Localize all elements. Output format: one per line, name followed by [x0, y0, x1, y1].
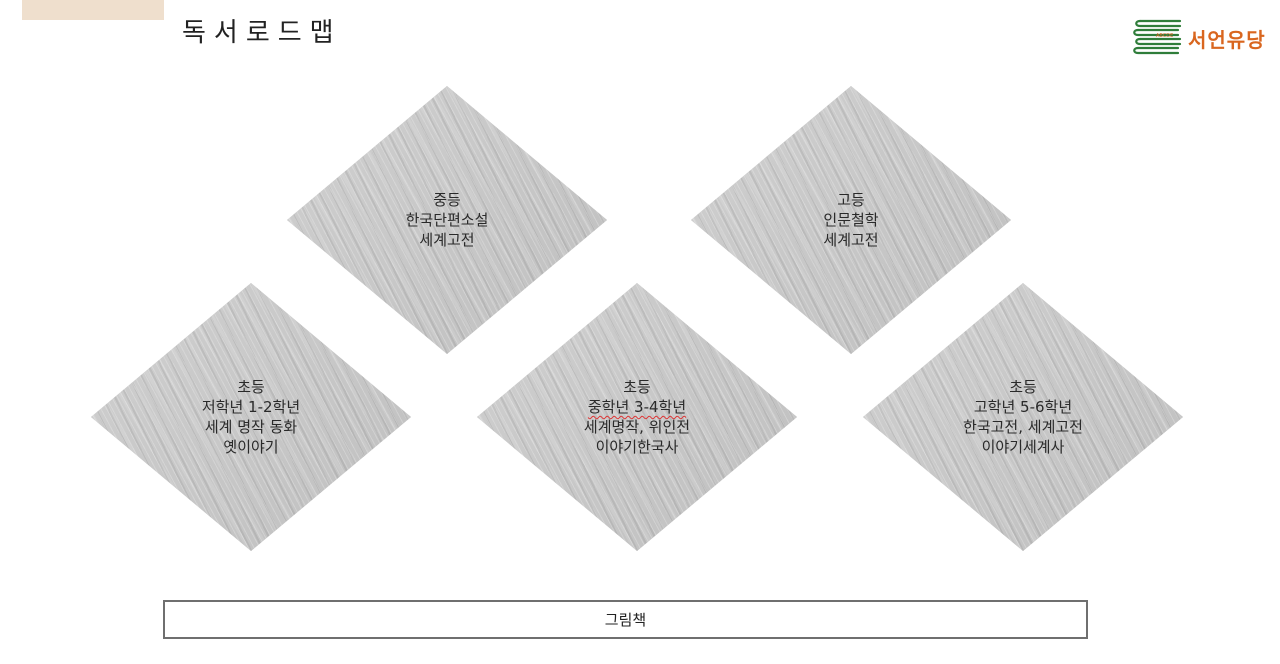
diamond-line: 이야기세계사: [981, 438, 1065, 456]
diamond-line: 초등: [623, 378, 651, 396]
diamond-line: 한국단편소설: [405, 211, 489, 229]
diamond-line: 중학년 3-4학년: [587, 398, 687, 416]
diamond-line: 고학년 5-6학년: [973, 398, 1073, 416]
diamond-line: 인문철학: [823, 211, 879, 229]
books-logo-icon: ABCDE: [1133, 19, 1182, 55]
diamond-line: 이야기한국사: [595, 438, 679, 456]
logo-tiny-text: ABCDE: [1156, 33, 1173, 39]
logo: ABCDE 서언유당: [1132, 14, 1272, 60]
base-label: 그림책: [604, 611, 647, 629]
page-title: 독서로드맵: [182, 18, 342, 48]
diamond-line: 초등: [1009, 378, 1037, 396]
picture-book-base: 그림책: [163, 600, 1088, 639]
diamond-line: 세계고전: [419, 231, 475, 249]
diamond-line: 세계명작, 위인전: [583, 418, 691, 436]
diamond-elementary-upper: 초등 고학년 5-6학년 한국고전, 세계고전 이야기세계사: [863, 283, 1183, 551]
diamond-line: 고등: [837, 191, 865, 209]
diamond-line: 한국고전, 세계고전: [963, 418, 1083, 436]
diamond-line: 초등: [237, 378, 265, 396]
diamond-line: 세계고전: [823, 231, 879, 249]
diamond-high-school: 고등 인문철학 세계고전: [691, 86, 1011, 354]
diamond-line: 세계 명작 동화: [204, 418, 298, 436]
diamond-elementary-middle: 초등 중학년 3-4학년 세계명작, 위인전 이야기한국사: [477, 283, 797, 551]
diamond-line: 저학년 1-2학년: [201, 398, 301, 416]
logo-text: 서언유당: [1188, 28, 1266, 52]
diamond-middle-school: 중등 한국단편소설 세계고전: [287, 86, 607, 354]
diamond-elementary-lower: 초등 저학년 1-2학년 세계 명작 동화 옛이야기: [91, 283, 411, 551]
header-accent-bar: [22, 0, 164, 20]
diamond-line: 옛이야기: [223, 438, 279, 456]
diamond-line: 중등: [433, 191, 461, 209]
